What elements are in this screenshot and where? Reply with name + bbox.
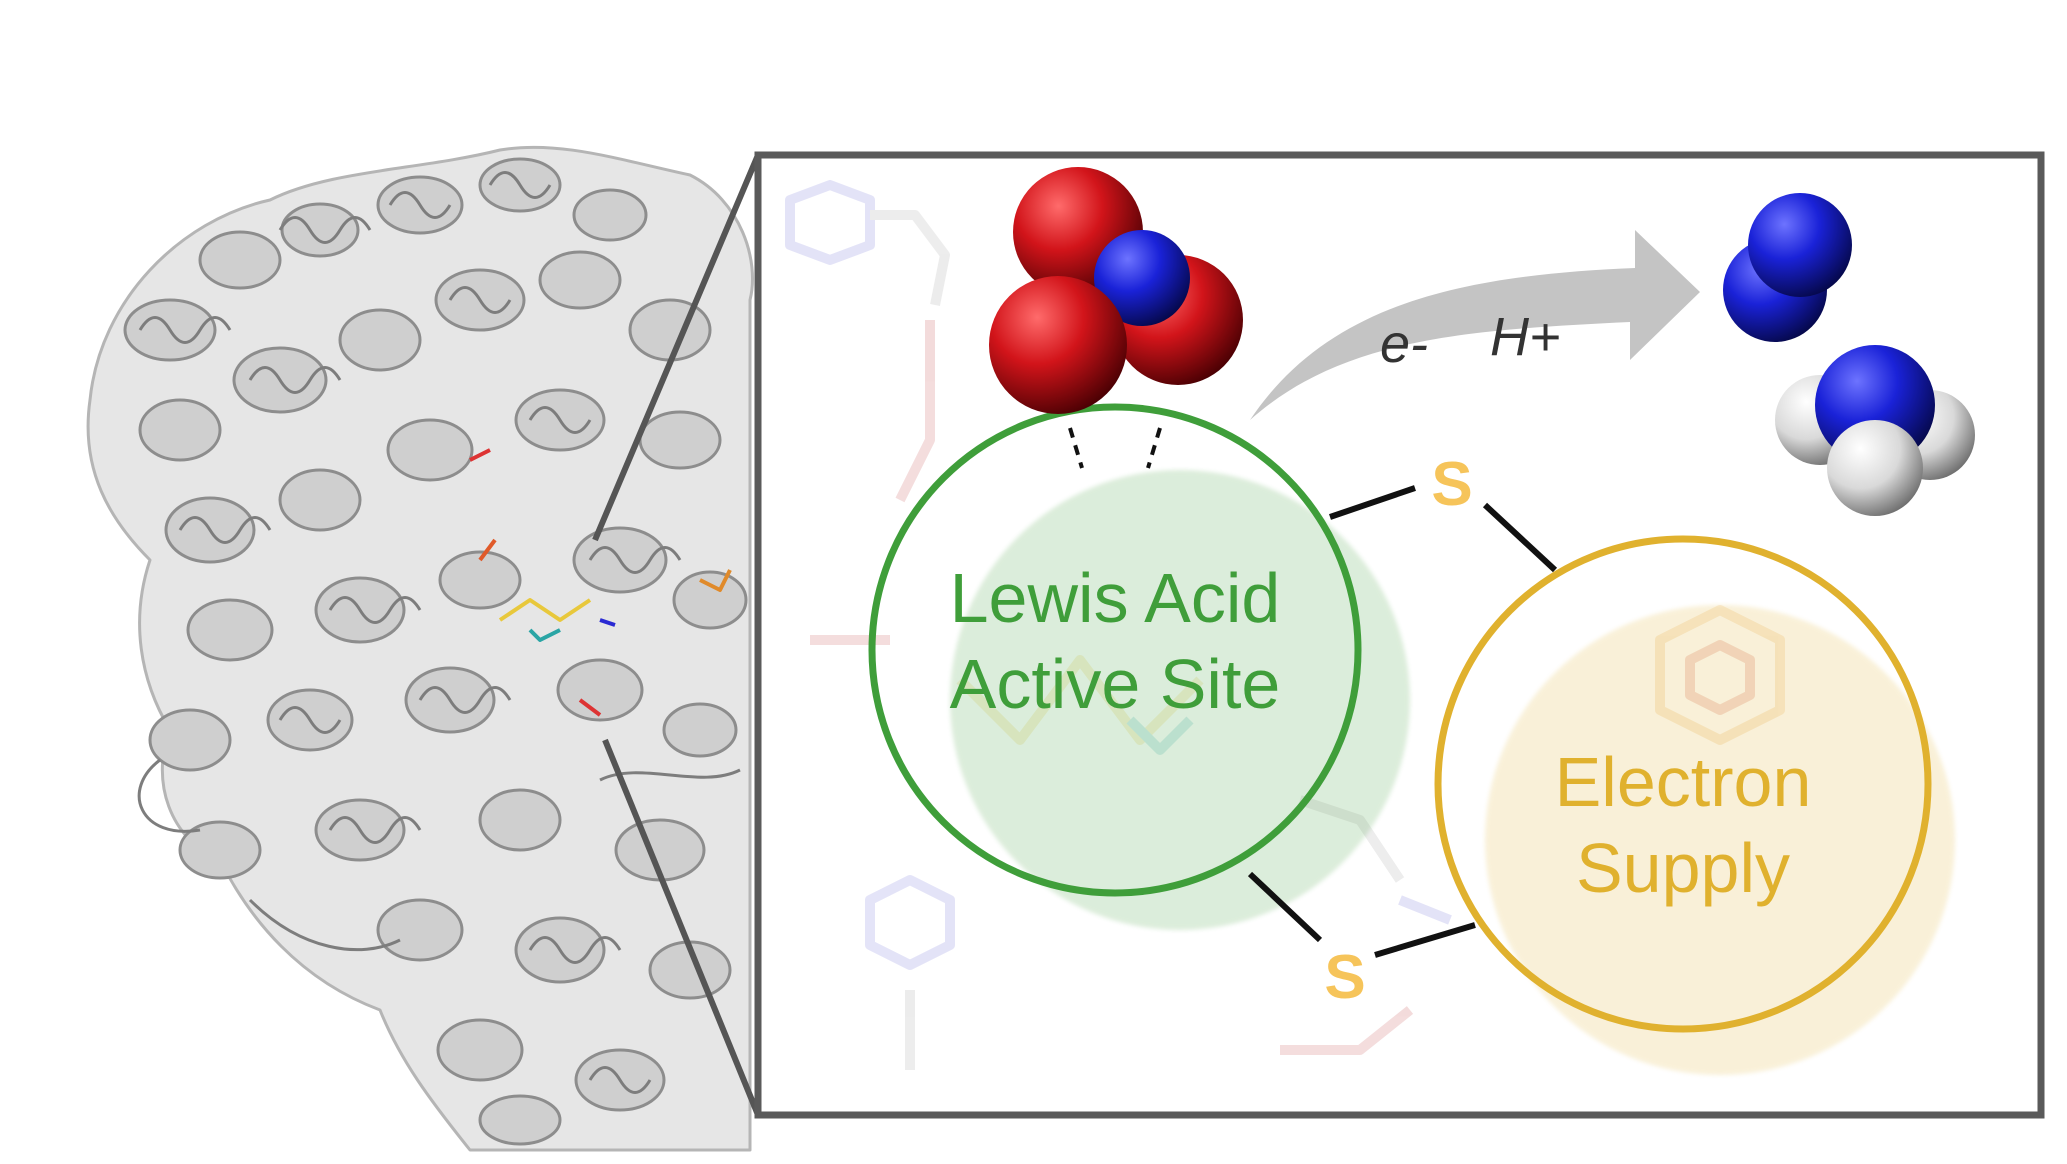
- sulfur-bridges: [1247, 485, 1558, 958]
- electron-supply-label-line2: Supply: [1576, 829, 1790, 907]
- nitrate-molecule: [989, 167, 1243, 414]
- coordination-dashes: [1068, 427, 1162, 469]
- electron-supply-label-line1: Electron: [1555, 743, 1812, 821]
- active-site-label-line2: Active Site: [950, 645, 1281, 723]
- electron-supply-shadow: [1485, 605, 1955, 1075]
- dinitrogen-molecule: [1723, 193, 1852, 342]
- sulfur-label-lower: S: [1324, 943, 1365, 1012]
- protein-ribbon-structure: [86, 145, 754, 1152]
- sulfur-label-upper: S: [1431, 450, 1472, 519]
- ammonia-molecule: [1775, 345, 1975, 516]
- electron-supply-circle: [1434, 535, 1932, 1033]
- active-site-label-line1: Lewis Acid: [950, 559, 1281, 637]
- active-site-circle: [868, 403, 1362, 897]
- zoom-lines: [592, 153, 761, 1117]
- arrow-electron-label: e-: [1380, 314, 1428, 374]
- reaction-arrow: [1250, 230, 1700, 420]
- arrow-proton-label: H+: [1490, 307, 1561, 367]
